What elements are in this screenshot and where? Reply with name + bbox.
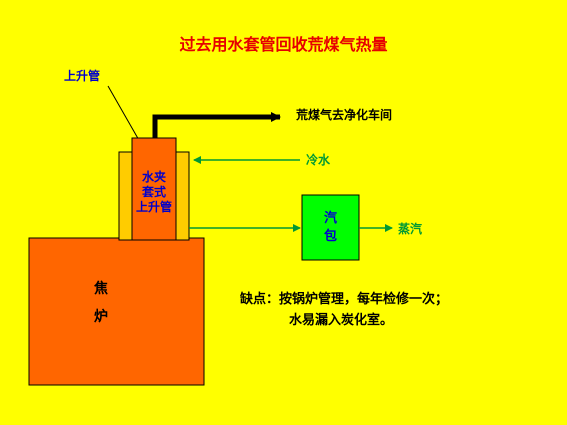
steam-drum-label: 汽 包: [302, 210, 359, 246]
oven-label-line2: 炉: [94, 309, 108, 325]
drawback-note-line2: 水易漏入炭化室。: [289, 313, 394, 328]
jacket-label-line2: 套式: [141, 185, 166, 199]
jacket-label-line1: 水夹: [141, 170, 166, 184]
coke-oven: [28, 237, 205, 386]
cold-water-label: 冷水: [306, 153, 331, 167]
drum-label-line1: 汽: [323, 211, 337, 226]
oven-label-line1: 焦: [94, 281, 108, 297]
gas-outlet-label: 荒煤气去净化车间: [296, 108, 393, 122]
coke-oven-label: 焦 炉: [94, 275, 108, 331]
riser-pointer-line: [107, 85, 141, 143]
gas-outlet-pipe: [152, 112, 281, 138]
steam-drum: [301, 194, 360, 261]
drawback-note-line1: 缺点：按锅炉管理，每年检修一次；: [240, 292, 449, 307]
diagram-title: 过去用水套管回收荒煤气热量: [179, 35, 388, 54]
steam-label: 蒸汽: [398, 222, 423, 236]
riser-pipe: [131, 137, 177, 241]
jacket-label-line3: 上升管: [135, 200, 172, 214]
drum-label-line2: 包: [323, 229, 337, 244]
riser-label: 上升管: [64, 69, 101, 83]
jacket-riser-label: 水夹 套式 上升管: [132, 170, 176, 215]
